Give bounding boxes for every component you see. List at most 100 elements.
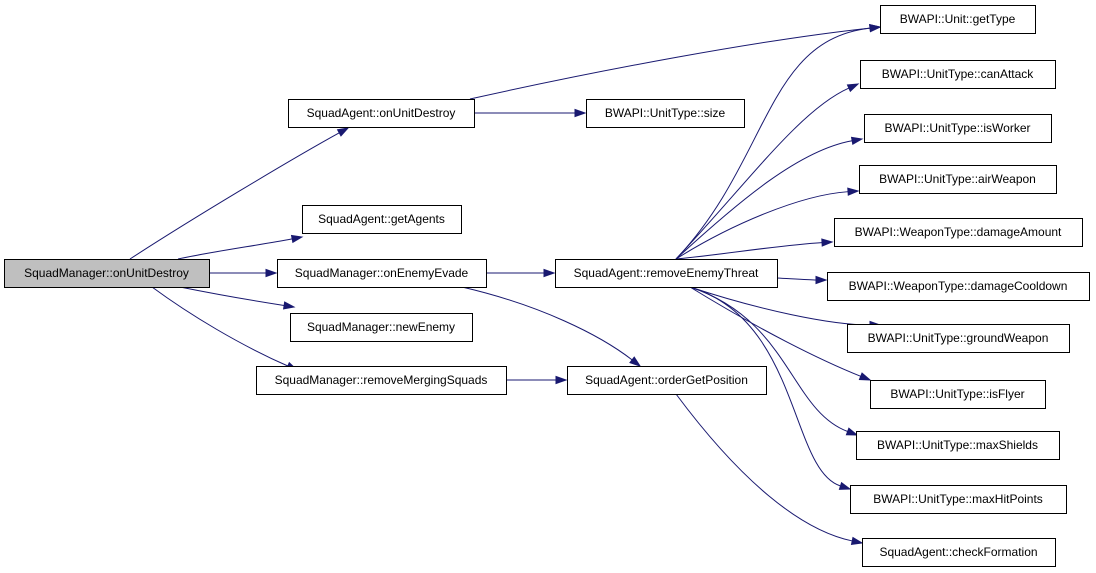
node-label: BWAPI::UnitType::canAttack	[882, 67, 1035, 81]
node-sm-newEnemy[interactable]: SquadManager::newEnemy	[290, 313, 473, 342]
node-label: SquadManager::removeMergingSquads	[275, 373, 488, 387]
edge-line	[675, 242, 823, 260]
edge-sa_removeEnemyThreat-to-ut_canAttack	[675, 83, 860, 260]
edge-sa_removeEnemyThreat-to-wt_damageCooldown	[776, 275, 828, 285]
edge-line	[675, 393, 853, 542]
node-ut-groundWeapon[interactable]: BWAPI::UnitType::groundWeapon	[847, 324, 1070, 353]
node-ut-airWeapon[interactable]: BWAPI::UnitType::airWeapon	[859, 165, 1057, 194]
node-box	[856, 431, 1060, 460]
node-ut-isFlyer[interactable]: BWAPI::UnitType::isFlyer	[870, 380, 1046, 409]
arrowhead-icon	[555, 375, 568, 385]
edge-line	[675, 87, 850, 260]
node-ut-isWorker[interactable]: BWAPI::UnitType::isWorker	[864, 114, 1052, 143]
node-box	[567, 366, 767, 395]
edge-line	[689, 286, 848, 432]
arrowhead-icon	[850, 136, 864, 145]
edge-root-to-sm_newEnemy	[179, 286, 296, 310]
node-sm-removeMergingSquads[interactable]: SquadManager::removeMergingSquads	[256, 366, 507, 395]
arrowhead-icon	[629, 356, 642, 367]
arrowhead-icon	[290, 234, 304, 244]
edge-root-to-sa_onUnitDestroy	[129, 127, 350, 260]
edge-line	[675, 140, 853, 260]
node-box	[864, 114, 1052, 143]
node-ut-maxShields[interactable]: BWAPI::UnitType::maxShields	[856, 431, 1060, 460]
node-box	[4, 259, 210, 288]
arrowhead-icon	[574, 108, 587, 118]
node-label: BWAPI::UnitType::maxHitPoints	[873, 492, 1043, 506]
edge-line	[129, 132, 340, 260]
node-box	[859, 165, 1057, 194]
edge-sm_onEnemyEvade-to-sa_removeEnemyThreat	[486, 268, 556, 278]
arrowhead-icon	[869, 24, 882, 33]
arrowhead-icon	[846, 83, 860, 93]
node-sa-onUnitDestroy[interactable]: SquadAgent::onUnitDestroy	[288, 99, 475, 128]
node-sm-onEnemyEvade[interactable]: SquadManager::onEnemyEvade	[277, 259, 487, 288]
edge-sa_removeEnemyThreat-to-ut_maxShields	[689, 286, 859, 436]
node-label: SquadManager::newEnemy	[307, 320, 455, 334]
node-box	[277, 259, 487, 288]
node-wt-damageAmount[interactable]: BWAPI::WeaponType::damageAmount	[834, 218, 1083, 247]
node-box	[880, 5, 1036, 34]
node-box	[850, 485, 1067, 514]
edge-line	[151, 286, 289, 367]
edge-line	[675, 27, 871, 260]
node-box	[870, 380, 1046, 409]
arrowhead-icon	[282, 301, 296, 310]
node-box	[827, 272, 1090, 301]
arrowhead-icon	[850, 536, 864, 545]
node-box	[586, 99, 745, 128]
node-box	[288, 99, 475, 128]
arrowhead-icon	[845, 427, 859, 436]
node-label: BWAPI::Unit::getType	[900, 12, 1016, 26]
arrowhead-icon	[847, 187, 860, 196]
node-label: SquadAgent::orderGetPosition	[585, 373, 748, 387]
node-label: BWAPI::UnitType::airWeapon	[879, 172, 1036, 186]
node-label: SquadManager::onEnemyEvade	[295, 266, 469, 280]
node-label: BWAPI::UnitType::maxShields	[877, 438, 1038, 452]
node-ut-size[interactable]: BWAPI::UnitType::size	[586, 99, 745, 128]
edge-line	[689, 286, 861, 377]
edge-line	[675, 191, 849, 260]
node-box	[302, 205, 462, 234]
node-ut-maxHitPoints[interactable]: BWAPI::UnitType::maxHitPoints	[850, 485, 1067, 514]
node-box	[555, 259, 778, 288]
node-sa-removeEnemyThreat[interactable]: SquadAgent::removeEnemyThreat	[555, 259, 778, 288]
edge-sa_onUnitDestroy-to-ut_size	[474, 108, 587, 118]
edge-sa_onUnitDestroy-to-unit_getType	[469, 23, 882, 100]
node-sa-orderGetPosition[interactable]: SquadAgent::orderGetPosition	[567, 366, 767, 395]
node-box	[256, 366, 507, 395]
node-label: SquadAgent::getAgents	[318, 212, 445, 226]
node-box	[847, 324, 1070, 353]
node-sa-checkFormation[interactable]: SquadAgent::checkFormation	[862, 538, 1056, 567]
node-sa-getAgents[interactable]: SquadAgent::getAgents	[302, 205, 462, 234]
node-label: BWAPI::UnitType::size	[605, 106, 726, 120]
arrowhead-icon	[265, 268, 278, 278]
edge-line	[179, 286, 285, 306]
node-box	[862, 538, 1056, 567]
arrowhead-icon	[543, 268, 556, 278]
node-label: BWAPI::WeaponType::damageAmount	[855, 225, 1062, 239]
edge-sa_removeEnemyThreat-to-ut_isWorker	[675, 136, 864, 260]
node-label: SquadAgent::removeEnemyThreat	[574, 266, 759, 280]
node-box	[290, 313, 473, 342]
edge-sa_removeEnemyThreat-to-ut_isFlyer	[689, 286, 872, 381]
node-wt-damageCooldown[interactable]: BWAPI::WeaponType::damageCooldown	[827, 272, 1090, 301]
node-label: BWAPI::UnitType::groundWeapon	[868, 331, 1049, 345]
edge-sm_onEnemyEvade-to-sa_orderGetPosition	[461, 286, 642, 367]
edge-sa_removeEnemyThreat-to-ut_maxHitPoints	[689, 286, 852, 490]
edge-sa_orderGetPosition-to-sa_checkFormation	[675, 393, 864, 545]
node-label: BWAPI::UnitType::isWorker	[884, 121, 1030, 135]
arrowhead-icon	[838, 481, 852, 490]
node-ut-canAttack[interactable]: BWAPI::UnitType::canAttack	[860, 60, 1056, 89]
node-box	[834, 218, 1083, 247]
edge-root-to-sm_removeMergingSquads	[151, 286, 299, 371]
edge-root-to-sm_onEnemyEvade	[209, 268, 278, 278]
node-unit-getType[interactable]: BWAPI::Unit::getType	[880, 5, 1036, 34]
nodes-layer: SquadManager::onUnitDestroySquadAgent::o…	[4, 5, 1090, 567]
node-label: SquadAgent::checkFormation	[879, 545, 1037, 559]
arrowhead-icon	[858, 372, 872, 381]
edge-sm_removeMergingSquads-to-sa_orderGetPosition	[505, 375, 568, 385]
node-root: SquadManager::onUnitDestroy	[4, 259, 210, 288]
node-label: SquadManager::onUnitDestroy	[24, 266, 189, 280]
